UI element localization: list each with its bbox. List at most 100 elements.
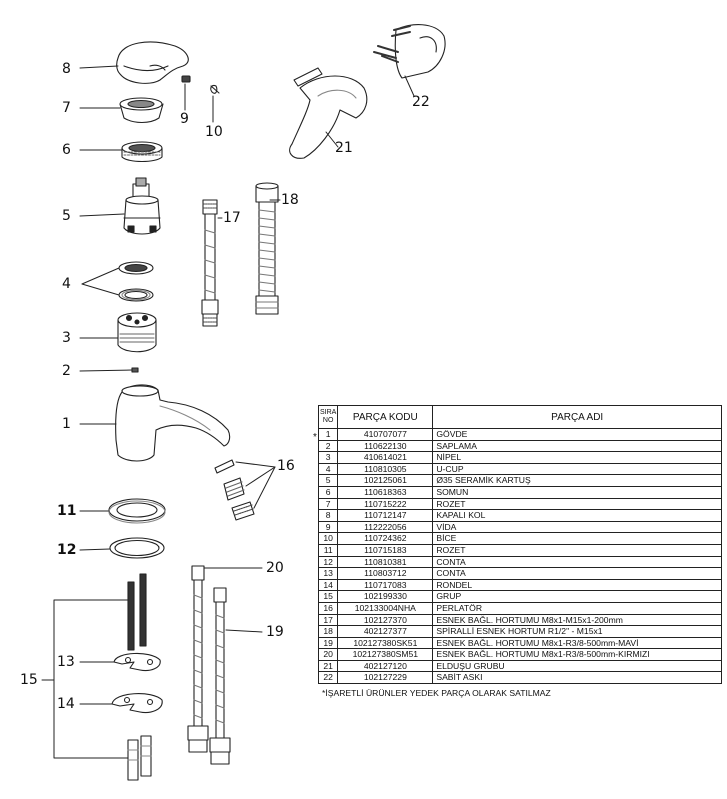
- row-number: 10: [317, 532, 339, 545]
- row-number: 20: [317, 648, 339, 661]
- callout-3: 3: [62, 330, 71, 346]
- row-part-name: SOMUN: [432, 485, 722, 499]
- row-part-name: PERLATÖR: [432, 601, 722, 615]
- row-number: 14: [317, 578, 339, 592]
- row-part-name: U-CUP: [432, 462, 722, 476]
- part-12-conta: [109, 537, 165, 559]
- leader-lines: [41, 65, 415, 759]
- callout-12: 12: [57, 542, 77, 558]
- callout-17: 17: [223, 210, 241, 226]
- part-8-handle-lever: [116, 41, 189, 84]
- part-2-pin: [131, 367, 139, 373]
- row-part-name: Ø35 SERAMİK KARTUŞ: [432, 474, 722, 487]
- row-part-code: 110810381: [337, 555, 434, 569]
- row-number: 3: [317, 451, 339, 464]
- row-number: 15: [317, 590, 339, 603]
- row-number: 12: [317, 555, 339, 569]
- callout-7: 7: [62, 100, 71, 116]
- row-number: 11: [317, 543, 339, 557]
- row-part-code: 110622130: [337, 439, 434, 453]
- part-20-hose-red: [187, 565, 209, 753]
- row-part-name: BİCE: [432, 532, 722, 545]
- part-4-u-cup-rings: [118, 261, 154, 302]
- callout-10: 10: [205, 124, 223, 140]
- part-7-rozet: [119, 97, 164, 124]
- row-part-name: NİPEL: [432, 451, 722, 464]
- row-part-code: 102133004NHA: [337, 601, 434, 615]
- header-parca-adi: PARÇA ADI: [432, 405, 722, 429]
- callout-19: 19: [266, 624, 284, 640]
- row-number: 4: [317, 462, 339, 476]
- row-part-name: SABİT ASKI: [432, 671, 722, 685]
- row-part-name: KAPALI KOL: [432, 509, 722, 522]
- callout-6: 6: [62, 142, 71, 158]
- row-number: 9: [317, 520, 339, 534]
- callout-16: 16: [277, 458, 295, 474]
- row-part-code: 102125061: [337, 474, 434, 487]
- callout-14: 14: [57, 696, 75, 712]
- part-1-body: [115, 384, 231, 462]
- row-number: 7: [317, 497, 339, 511]
- row-number: 13: [317, 567, 339, 580]
- row-part-name: RONDEL: [432, 578, 722, 592]
- row-part-code: 112222056: [337, 520, 434, 534]
- row-part-name: CONTA: [432, 555, 722, 569]
- row-part-code: 110618363: [337, 485, 434, 499]
- row-part-code: 110803712: [337, 567, 434, 580]
- row-part-name: ESNEK BAĞL. HORTUMU M8x1-R3/8-500mm-KIRM…: [432, 648, 722, 661]
- row-part-name: GRUP: [432, 590, 722, 603]
- row-number: 2: [317, 439, 339, 453]
- header-no: NO: [322, 417, 334, 424]
- row-part-code: 110810305: [337, 462, 434, 476]
- part-21-hand-shower: [289, 67, 368, 159]
- row-number: 8: [317, 509, 339, 522]
- callout-4: 4: [62, 276, 71, 292]
- row-part-code: 410614021: [337, 451, 434, 464]
- row-part-name: SPİRALLİ ESNEK HORTUM R1/2" - M15x1: [432, 625, 722, 638]
- row-part-name: VİDA: [432, 520, 722, 534]
- part-13-conta: [113, 652, 161, 672]
- row-part-code: 402127377: [337, 625, 434, 638]
- row-number: 19: [317, 636, 339, 650]
- table-star-marker: *: [313, 432, 317, 443]
- callout-8: 8: [62, 61, 71, 77]
- row-part-name: ESNEK BAĞL. HORTUMU M8x1-R3/8-500mm-MAVİ: [432, 636, 722, 650]
- row-part-code: 102127229: [337, 671, 434, 685]
- row-part-code: 410707077: [337, 428, 434, 441]
- row-part-name: SAPLAMA: [432, 439, 722, 453]
- callout-5: 5: [62, 208, 71, 224]
- callout-13: 13: [57, 654, 75, 670]
- callout-1: 1: [62, 416, 71, 432]
- callout-21: 21: [335, 140, 353, 156]
- part-16-aerator: [214, 459, 255, 521]
- table-footnote: *İŞARETLİ ÜRÜNLER YEDEK PARÇA OLARAK SAT…: [322, 688, 551, 698]
- row-part-name: CONTA: [432, 567, 722, 580]
- row-number: 18: [317, 625, 339, 638]
- row-part-name: GÖVDE: [432, 428, 722, 441]
- callout-20: 20: [266, 560, 284, 576]
- callout-22: 22: [412, 94, 430, 110]
- row-number: 6: [317, 485, 339, 499]
- callout-9: 9: [180, 111, 189, 127]
- part-19-hose-blue: [209, 587, 231, 765]
- row-number: 1: [317, 428, 339, 441]
